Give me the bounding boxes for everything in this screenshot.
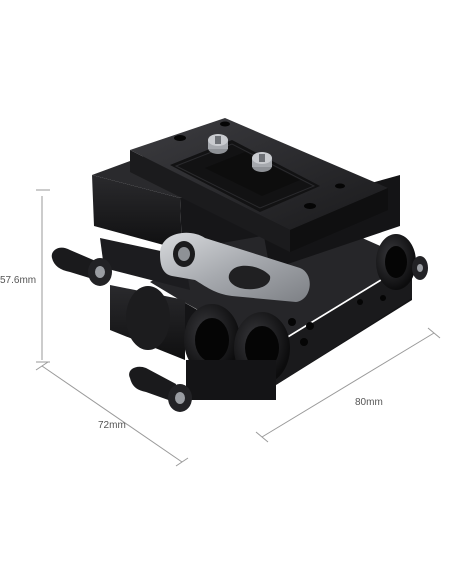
thumb-screw-front: [129, 366, 192, 412]
quick-release-plate: [130, 118, 388, 252]
dimension-depth: [35, 361, 189, 467]
plate-hole: [220, 121, 230, 127]
mount-hole: [357, 299, 363, 305]
thumb-screw-left: [51, 247, 112, 286]
mount-hole: [300, 338, 308, 346]
mount-hole: [380, 295, 386, 301]
mounting-screw: [208, 134, 228, 154]
dimension-height: [36, 189, 50, 363]
width-label: 80mm: [355, 397, 383, 408]
plate-hole: [174, 135, 186, 141]
rod-clamp-front: [184, 304, 290, 400]
rod-clamp-rear: [376, 234, 416, 290]
quick-release-lever: [160, 232, 310, 302]
height-label: 57.6mm: [0, 275, 36, 286]
plate-hole: [335, 183, 345, 189]
mount-hole: [288, 318, 296, 326]
mounting-screw: [252, 152, 272, 172]
depth-label: 72mm: [98, 420, 126, 431]
thumb-screw-right: [412, 256, 428, 280]
plate-hole: [304, 203, 316, 209]
dimension-width: [255, 327, 441, 443]
mount-hole: [306, 322, 314, 330]
